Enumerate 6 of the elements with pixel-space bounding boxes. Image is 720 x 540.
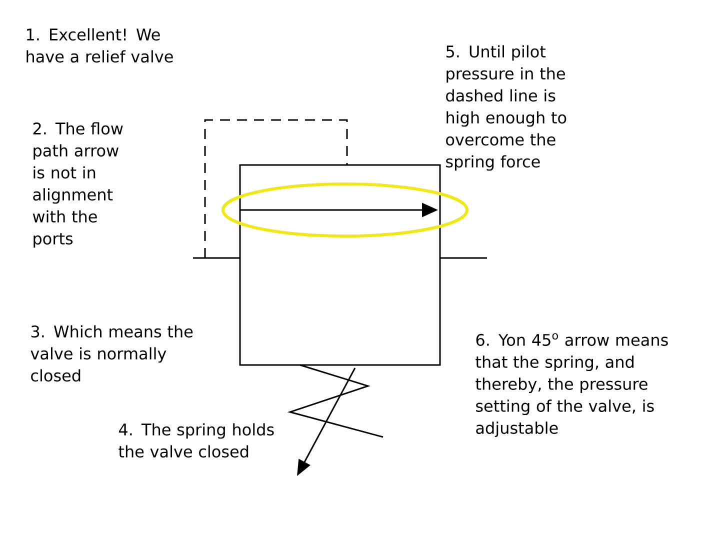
note-text: 6. Yon 45$^{o}$ arrow means that the spring, and thereby, the pressure setting of the valve, is adjustable bbox=[476, 333, 668, 438]
note-text: 2. The flow path arrow is not in alignment with the ports bbox=[32, 122, 123, 248]
note-text: 4. The spring holds the valve closed bbox=[118, 423, 274, 458]
note-text: 3. Which means the valve is normally closed bbox=[30, 325, 193, 382]
note-text: 1. Excellent! We have a relief valve bbox=[26, 28, 173, 63]
note-text: 5. Until pilot pressure in the dashed line is high enough to overcome the spring force bbox=[446, 45, 566, 171]
